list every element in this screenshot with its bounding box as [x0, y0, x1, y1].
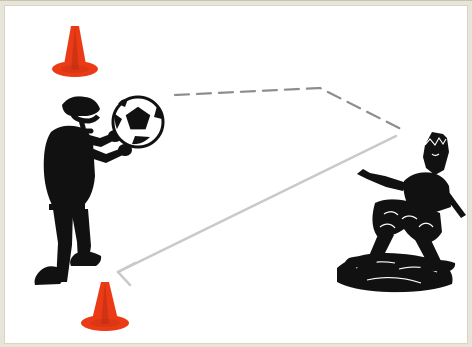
return-pass-arrow-icon [116, 134, 398, 287]
soccer-ball-icon [111, 95, 165, 149]
illustration-canvas [4, 5, 468, 344]
soccer-passing-drill-illustration [34, 26, 466, 331]
left-player-icon [34, 96, 132, 285]
bottom-traffic-cone-icon [81, 282, 129, 331]
top-traffic-cone-icon [52, 26, 98, 77]
pass-path-icon [173, 86, 405, 132]
right-player-icon [337, 132, 466, 293]
